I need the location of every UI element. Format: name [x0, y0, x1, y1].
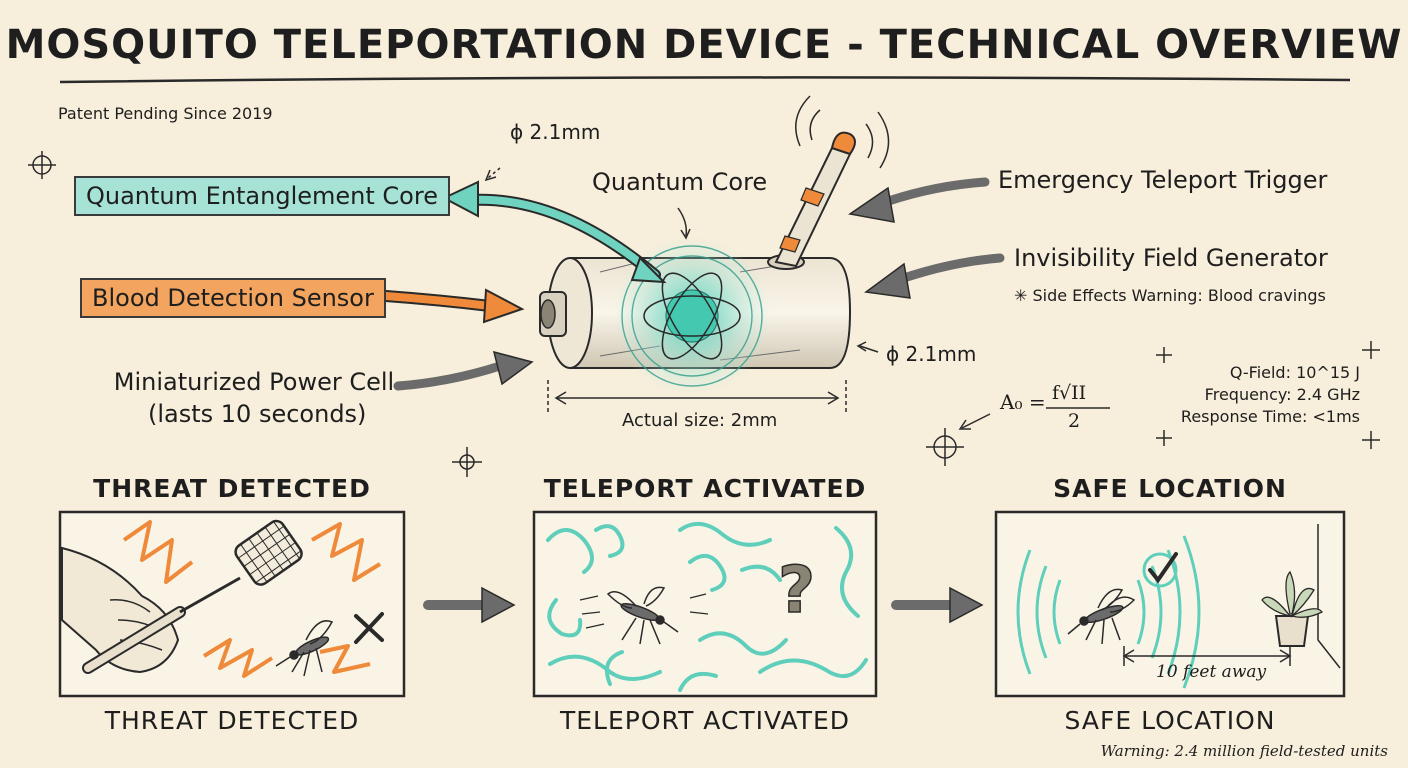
plus-mark-icon [1156, 341, 1380, 449]
orange-arrow [380, 288, 525, 324]
diameter-arrow [484, 167, 991, 430]
invisibility-generator-label: Invisibility Field Generator [1014, 244, 1328, 272]
side-effects-warning: ✳ Side Effects Warning: Blood cravings [1014, 286, 1326, 305]
stat-response-time: Response Time: <1ms [1180, 407, 1360, 426]
checkmark-icon [1142, 552, 1178, 588]
title-underline [59, 76, 1351, 84]
panel-safe-location [994, 510, 1346, 698]
panel-threat-detected [58, 510, 406, 698]
dimension-line [547, 380, 847, 414]
panel-2-bottom-title: TELEPORT ACTIVATED [559, 706, 851, 735]
stat-q-field: Q-Field: 10^15 J [1229, 363, 1360, 382]
emergency-trigger-label: Emergency Teleport Trigger [998, 166, 1328, 194]
quantum-entanglement-core-label: Quantum Entanglement Core [74, 176, 450, 216]
crosshair-icon [926, 428, 964, 466]
teal-arrow [441, 180, 667, 284]
power-cell-label-line2: (lasts 10 seconds) [148, 400, 367, 428]
quantum-core-label: Quantum Core [592, 168, 768, 196]
panel-1-bottom-title: THREAT DETECTED [104, 706, 360, 735]
panel-arrow [891, 586, 984, 624]
stat-frequency: Frequency: 2.4 GHz [1204, 385, 1360, 404]
crosshair-icon [452, 447, 482, 477]
actual-size-label: Actual size: 2mm [622, 410, 778, 431]
power-cell-label: Miniaturized Power Cell (lasts 10 second… [104, 368, 404, 428]
formula-numerator: f√II [1052, 382, 1087, 404]
quantum-core-pointer [677, 207, 688, 237]
subtitle: Patent Pending Since 2019 [58, 104, 273, 123]
emergency-trigger-antenna [767, 95, 890, 270]
stats-block: Q-Field: 10^15 J Frequency: 2.4 GHz Resp… [1160, 362, 1360, 428]
gray-arrow [848, 177, 990, 223]
diameter-label-top: ϕ 2.1mm [510, 120, 601, 144]
gray-arrow [864, 253, 1005, 299]
question-mark-icon: ? [778, 554, 815, 628]
formula-lhs: A₀ = [1000, 390, 1046, 414]
plant-icon [1261, 570, 1323, 647]
footer-warning: Warning: 2.4 million field-tested units [1100, 742, 1388, 760]
panel-2-top-title: TELEPORT ACTIVATED [543, 474, 867, 503]
formula-denominator: 2 [1068, 410, 1081, 432]
crosshair-icon [28, 151, 56, 179]
gray-arrow [393, 350, 534, 391]
blood-detection-sensor-label: Blood Detection Sensor [80, 278, 386, 318]
panel-1-top-title: THREAT DETECTED [93, 474, 371, 503]
panel-3-bottom-title: SAFE LOCATION [1064, 706, 1276, 735]
page-title: MOSQUITO TELEPORTATION DEVICE - TECHNICA… [5, 22, 1403, 68]
panel-3-top-title: SAFE LOCATION [1053, 474, 1287, 503]
diameter-label-right: ϕ 2.1mm [886, 342, 977, 366]
power-cell-label-line1: Miniaturized Power Cell [113, 368, 395, 396]
panel-arrow [423, 586, 516, 624]
distance-label: 10 feet away [1156, 662, 1267, 682]
panel-teleport-activated: ? [532, 510, 878, 698]
